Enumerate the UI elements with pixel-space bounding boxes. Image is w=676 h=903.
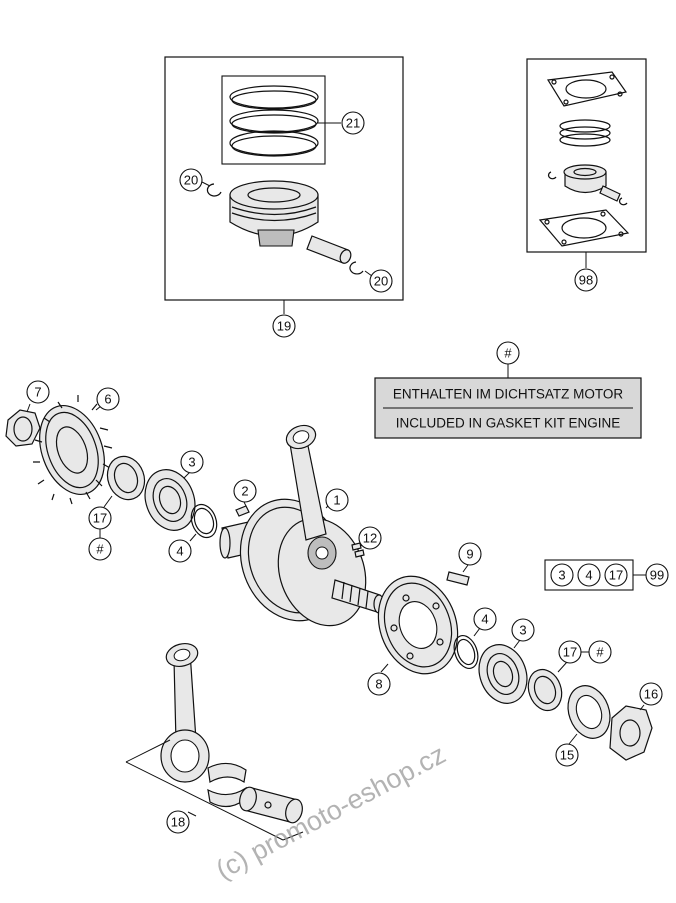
top-end-kit-box: 98 [526, 58, 647, 292]
circlip-icon [349, 261, 364, 275]
svg-text:8: 8 [375, 677, 382, 692]
spacer-washer-icon [567, 685, 611, 739]
svg-text:17: 17 [609, 568, 623, 583]
callout-hash: # [88, 537, 112, 561]
shaft-seal-icon [106, 455, 146, 501]
woodruff-key-icon [351, 542, 362, 551]
callout-12: 12 [358, 526, 382, 550]
callout-hash: # [588, 640, 612, 664]
circlip-icon [206, 183, 222, 197]
callout-7: 7 [26, 380, 50, 404]
callout-9: 9 [458, 542, 482, 566]
callout-19: 19 [272, 314, 296, 338]
woodruff-key-icon [354, 549, 365, 558]
piston-icon [229, 180, 319, 247]
callout-1: 1 [325, 488, 349, 512]
svg-text:17: 17 [563, 645, 577, 660]
woodruff-key-icon [235, 505, 250, 517]
callout-8: 8 [367, 672, 391, 696]
piston-pin-icon [306, 235, 352, 264]
svg-text:99: 99 [650, 568, 664, 583]
callout-99: 99 [645, 563, 669, 587]
svg-text:4: 4 [585, 568, 592, 583]
shim-washer-icon [190, 503, 218, 539]
circlip-icon [547, 171, 557, 180]
base-gasket-icon [538, 209, 630, 247]
callout-98: 98 [574, 268, 598, 292]
callout-4: 4 [168, 539, 192, 563]
gasket-kit-note: # ENTHALTEN IM DICHTSATZ MOTOR INCLUDED … [374, 341, 642, 439]
primary-gear-icon [33, 395, 113, 505]
svg-text:12: 12 [363, 531, 377, 546]
callout-4: 4 [473, 607, 497, 631]
callout-21: 21 [341, 111, 365, 135]
main-bearing-icon [144, 469, 196, 531]
callout-17: 17 [558, 640, 582, 664]
callout-15: 15 [555, 743, 579, 767]
svg-text:98: 98 [579, 273, 593, 288]
piston-kit-box: 21 20 20 19 [164, 56, 404, 338]
svg-text:#: # [504, 346, 512, 361]
svg-text:1: 1 [333, 493, 340, 508]
gasket-note-english: INCLUDED IN GASKET KIT ENGINE [396, 416, 621, 431]
callout-16: 16 [639, 682, 663, 706]
watermark-text: (c) promoto-eshop.cz [211, 739, 450, 885]
callout-3: 3 [550, 563, 574, 587]
gasket-note-german: ENTHALTEN IM DICHTSATZ MOTOR [393, 387, 624, 402]
svg-text:4: 4 [176, 544, 183, 559]
main-bearing-icon [478, 644, 528, 704]
piston-rings-icon [229, 85, 319, 157]
shim-washer-icon [453, 634, 479, 670]
svg-text:3: 3 [558, 568, 565, 583]
circlip-icon [618, 197, 628, 206]
callout-18: 18 [166, 810, 190, 834]
hex-nut-icon [609, 705, 653, 761]
svg-text:#: # [96, 542, 104, 557]
piston-icon [563, 164, 607, 194]
svg-text:20: 20 [184, 173, 198, 188]
svg-text:#: # [596, 645, 604, 660]
svg-text:2: 2 [241, 484, 248, 499]
callout-4: 4 [577, 563, 601, 587]
head-gasket-icon [547, 71, 628, 107]
svg-text:16: 16 [644, 687, 658, 702]
callout-17: 17 [604, 563, 628, 587]
svg-text:6: 6 [104, 392, 111, 407]
svg-text:9: 9 [466, 547, 473, 562]
callout-20: 20 [369, 269, 393, 293]
needle-pin-icon [446, 571, 470, 586]
callout-3: 3 [180, 450, 204, 474]
callout-hash: # [496, 341, 520, 365]
svg-text:7: 7 [34, 385, 41, 400]
shaft-seal-icon [527, 668, 563, 712]
conrod-kit-icon [160, 642, 303, 824]
piston-rings-icon [559, 119, 611, 147]
callout-3: 3 [511, 618, 535, 642]
svg-text:19: 19 [277, 319, 291, 334]
svg-text:3: 3 [519, 623, 526, 638]
svg-text:3: 3 [188, 455, 195, 470]
callout-6: 6 [96, 387, 120, 411]
connecting-rod-icon [285, 424, 327, 541]
svg-text:15: 15 [560, 748, 574, 763]
callout-17: 17 [88, 506, 112, 530]
svg-text:20: 20 [374, 274, 388, 289]
callout-2: 2 [233, 479, 257, 503]
crank-gear-icon [377, 575, 459, 675]
piston-pin-icon [599, 185, 621, 202]
kit-group-99: 3 4 17 99 [544, 559, 669, 591]
svg-text:21: 21 [346, 116, 360, 131]
svg-text:4: 4 [481, 612, 488, 627]
svg-text:18: 18 [171, 815, 185, 830]
callout-20: 20 [179, 168, 203, 192]
svg-text:17: 17 [93, 511, 107, 526]
crank-nut-icon [5, 409, 41, 447]
